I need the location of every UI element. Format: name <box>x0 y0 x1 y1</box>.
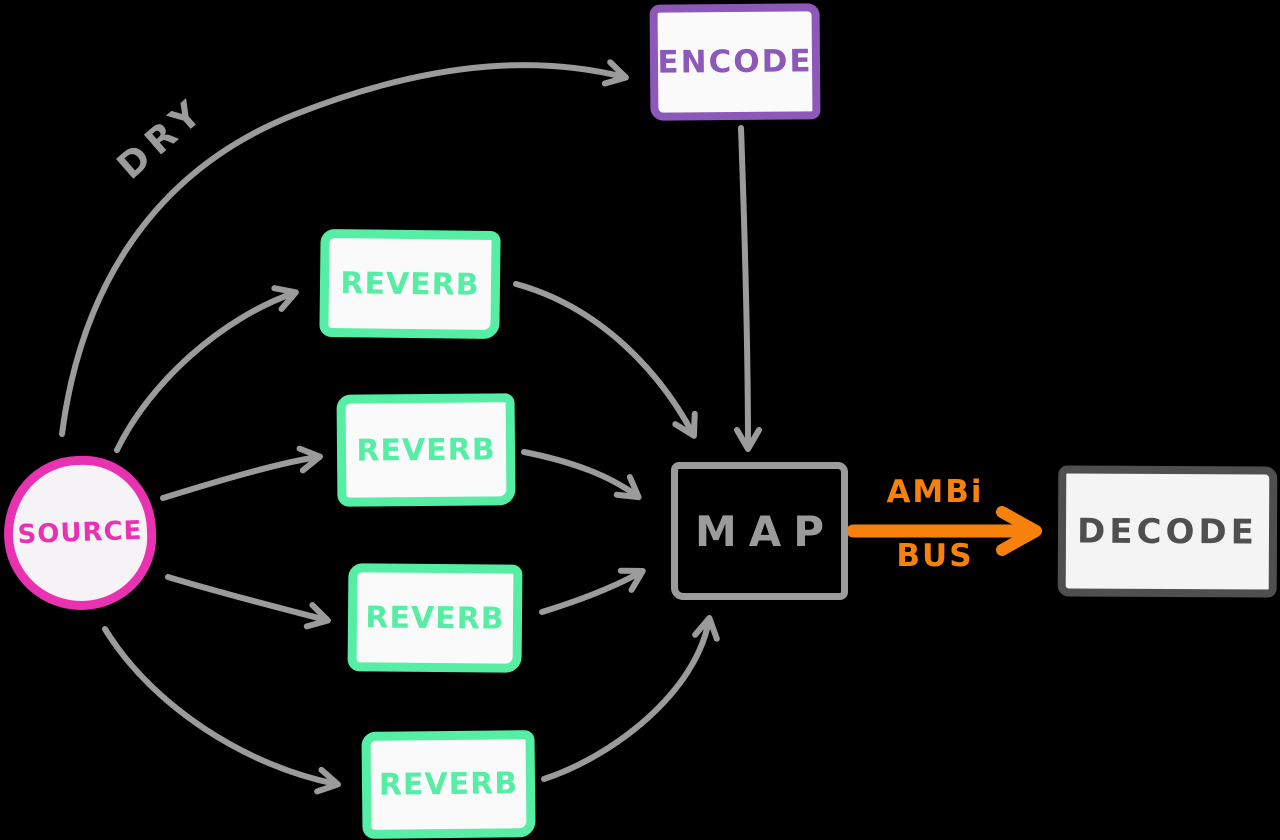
map-label: MAP <box>694 506 837 556</box>
arrow-source-to-reverb-1 <box>114 285 299 453</box>
arrow-reverb-1-to-map <box>513 281 698 439</box>
reverb-label: REVERB <box>340 265 480 303</box>
reverb-node-3: REVERB <box>347 563 523 673</box>
arrow-encode-to-map <box>733 125 762 452</box>
reverb-label: REVERB <box>378 766 519 803</box>
arrow-source-to-reverb-3 <box>165 574 331 630</box>
ambi-bus-label-line1: AMBi <box>886 474 984 510</box>
map-node: MAP <box>671 462 848 600</box>
reverb-node-1: REVERB <box>319 228 501 340</box>
arrow-source-to-encode-dry <box>59 59 629 437</box>
reverb-node-4: REVERB <box>361 730 536 839</box>
decode-node: DECODE <box>1057 465 1278 598</box>
arrow-reverb-3-to-map <box>539 567 646 615</box>
reverb-label: REVERB <box>365 599 505 637</box>
encode-label: ENCODE <box>657 43 813 81</box>
arrow-source-to-reverb-2 <box>160 445 323 501</box>
reverb-node-2: REVERB <box>336 393 516 507</box>
reverb-label: REVERB <box>356 431 496 469</box>
decode-label: DECODE <box>1077 511 1258 552</box>
ambi-bus-label-line2: BUS <box>896 538 974 574</box>
arrow-source-to-reverb-4 <box>102 626 341 795</box>
source-label: SOURCE <box>17 515 143 551</box>
arrow-reverb-2-to-map <box>521 449 642 501</box>
encode-node: ENCODE <box>649 3 821 121</box>
arrow-reverb-4-to-map <box>541 615 720 782</box>
